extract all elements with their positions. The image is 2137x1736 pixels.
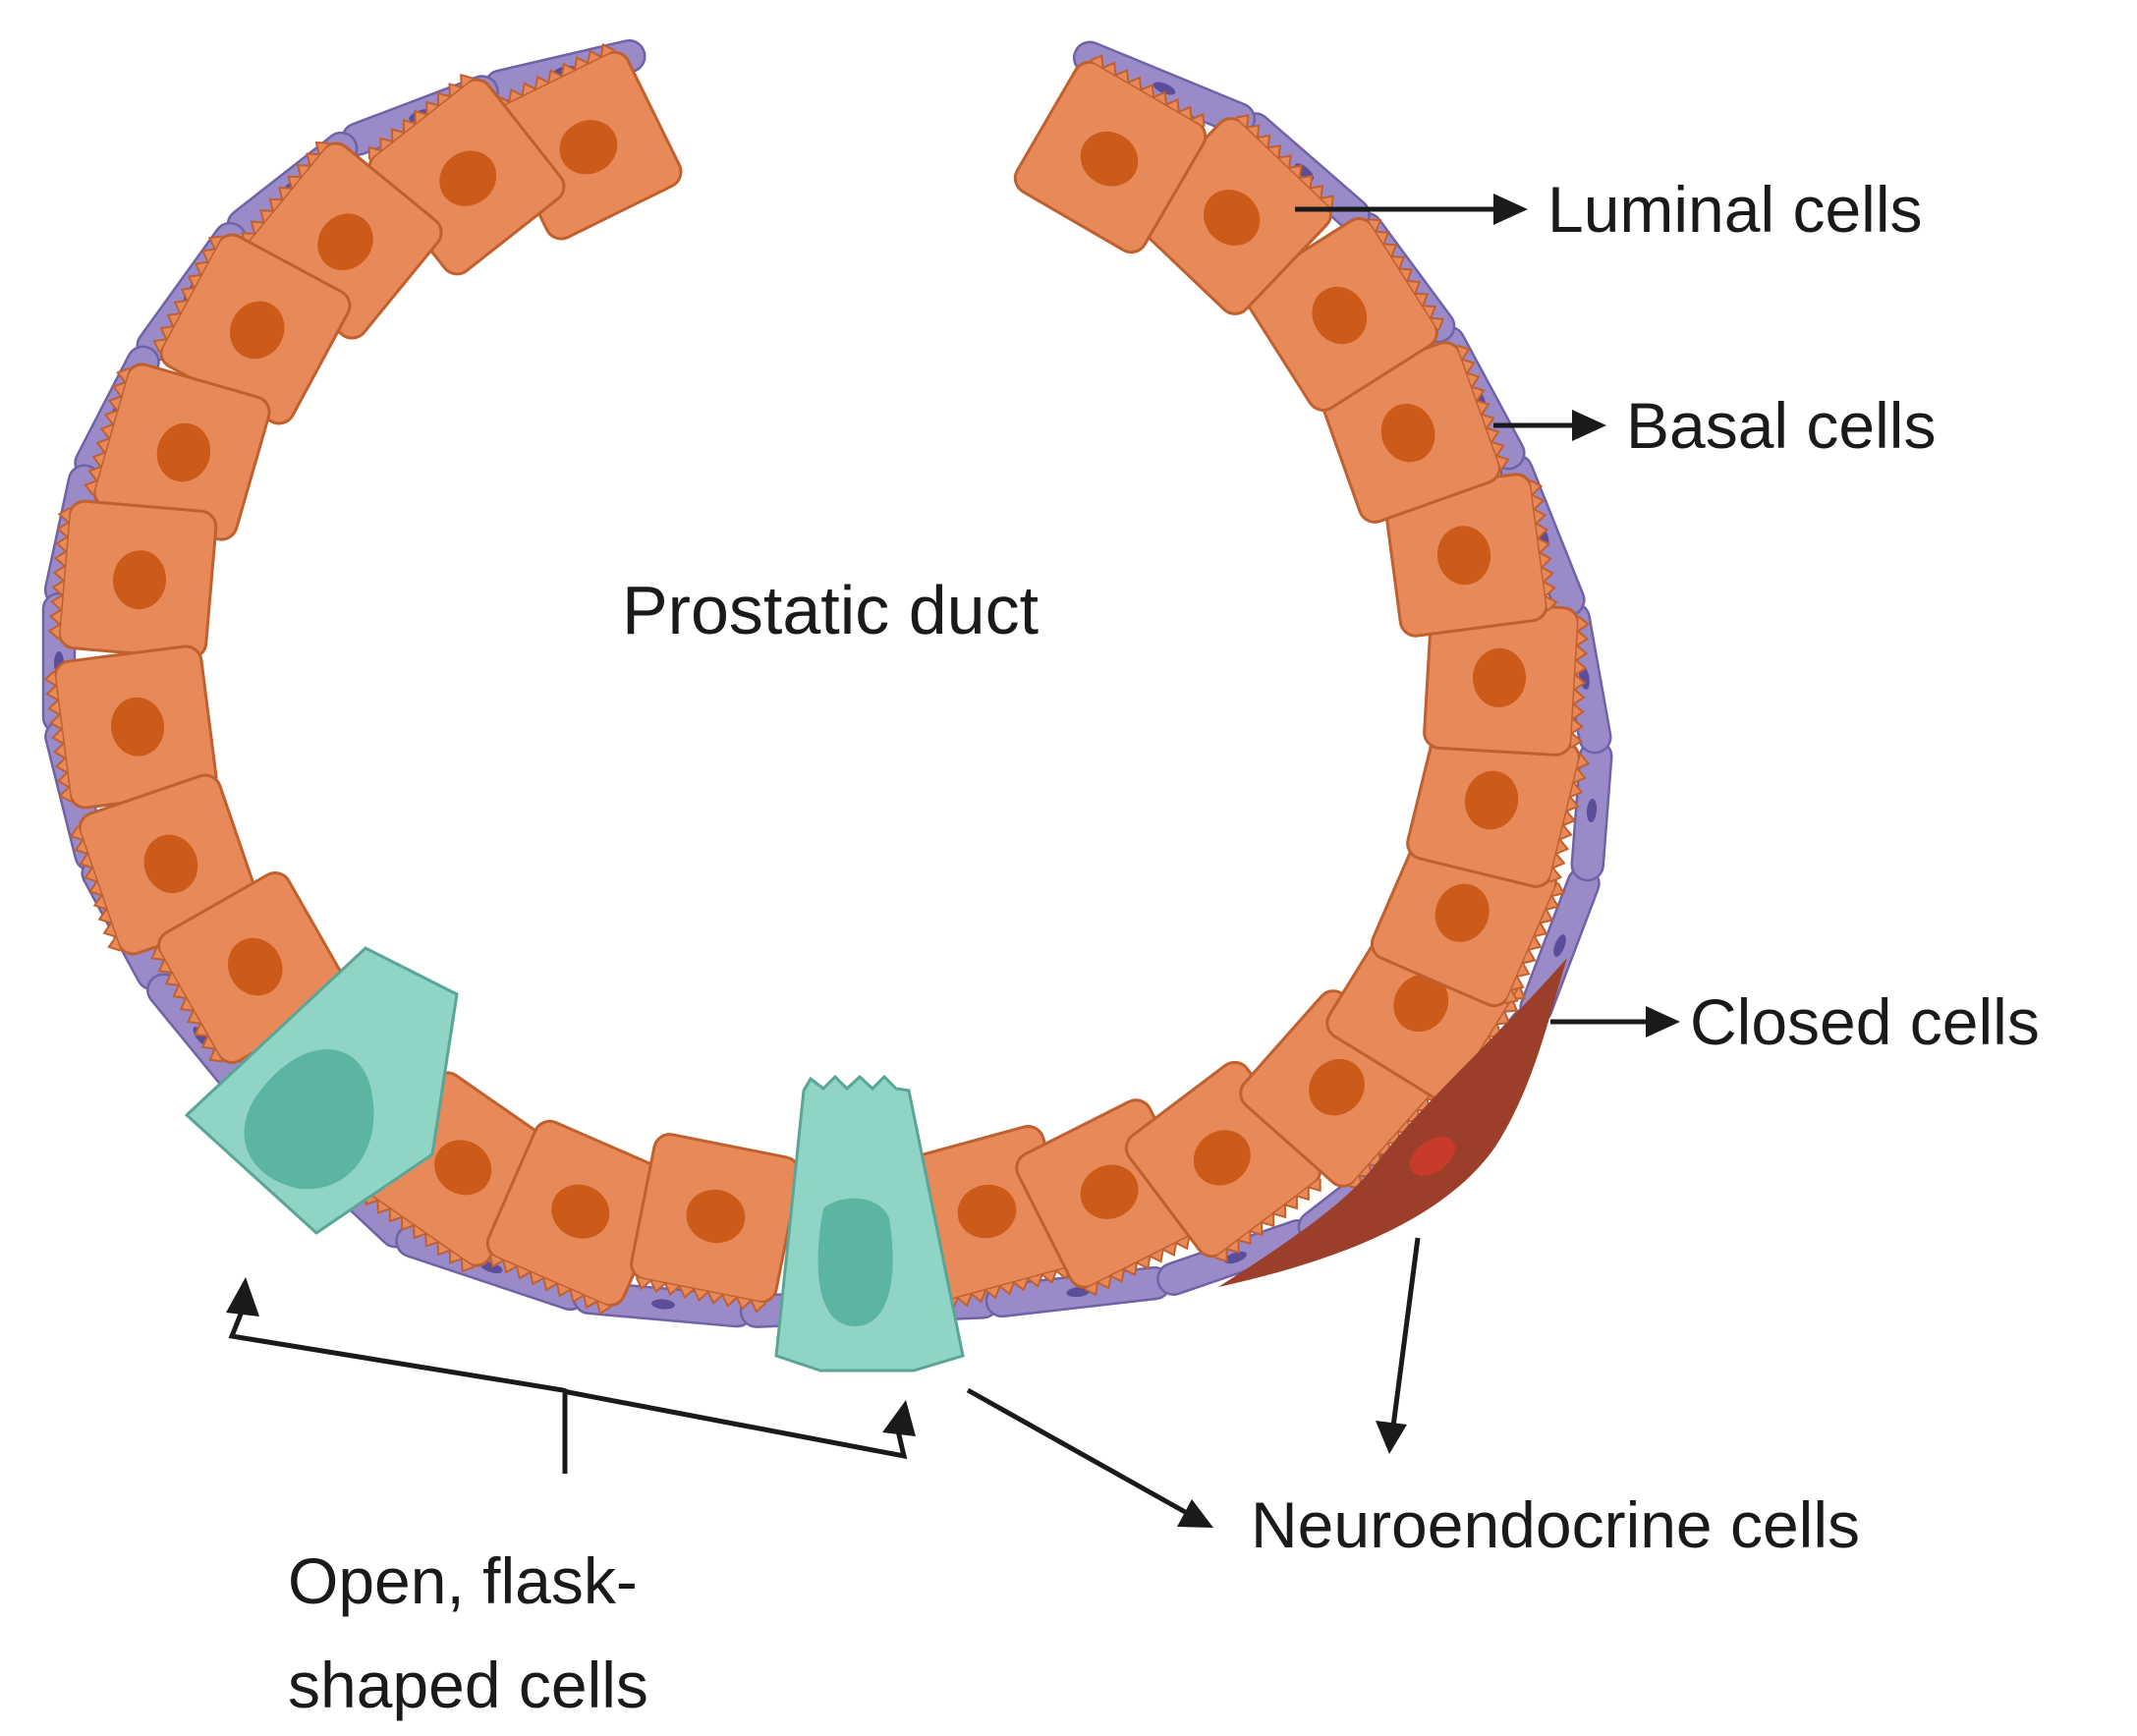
- ne-arrow-line-left: [966, 1387, 1189, 1516]
- open-bracket-head-left: [226, 1277, 259, 1316]
- open-bracket-line: [228, 1306, 908, 1460]
- basal-cell: [1072, 40, 1257, 137]
- basal-cells-callout: Basal cells: [1493, 389, 1936, 462]
- basal-arrow-head: [1572, 410, 1606, 441]
- closed-cell: [1218, 958, 1567, 1287]
- open-cells-label-line1: Open, flask-: [288, 1544, 638, 1617]
- luminal-cell: [1244, 217, 1445, 412]
- luminal-cells-callout: Luminal cells: [1295, 173, 1923, 246]
- luminal-cell: [630, 1133, 801, 1314]
- neuroendocrine-cells-label: Neuroendocrine cells: [1251, 1488, 1860, 1561]
- open-flask-cell-left: [184, 946, 459, 1235]
- luminal-cell: [1423, 599, 1591, 756]
- open-flask-cell-right: [774, 1074, 965, 1372]
- luminal-cell: [1406, 713, 1591, 888]
- closed-cells-callout: Closed cells: [1550, 985, 2040, 1058]
- luminal-arrow-head: [1493, 194, 1528, 225]
- closed-cells-label: Closed cells: [1690, 985, 2040, 1058]
- ne-arrow-line-right: [1390, 1237, 1421, 1428]
- closed-arrow-head: [1646, 1006, 1680, 1037]
- neuroendocrine-callout: Neuroendocrine cells: [966, 1237, 1860, 1561]
- luminal-cell: [43, 644, 218, 810]
- luminal-cell: [47, 499, 218, 660]
- open-cells-label-line2: shaped cells: [288, 1649, 648, 1721]
- open-bracket-head-right: [882, 1400, 916, 1436]
- luminal-cell-layer: [43, 42, 1591, 1316]
- luminal-cell: [152, 233, 352, 425]
- center-label: Prostatic duct: [622, 572, 1039, 648]
- luminal-cell: [1013, 54, 1208, 254]
- basal-cells-label: Basal cells: [1626, 389, 1936, 462]
- luminal-cells-label: Luminal cells: [1547, 173, 1923, 246]
- ne-arrow-head-right: [1376, 1421, 1407, 1454]
- luminal-cell: [1383, 473, 1558, 638]
- open-cells-callout: Open, flask- shaped cells: [226, 1277, 916, 1721]
- ne-arrow-head-left: [1177, 1499, 1213, 1528]
